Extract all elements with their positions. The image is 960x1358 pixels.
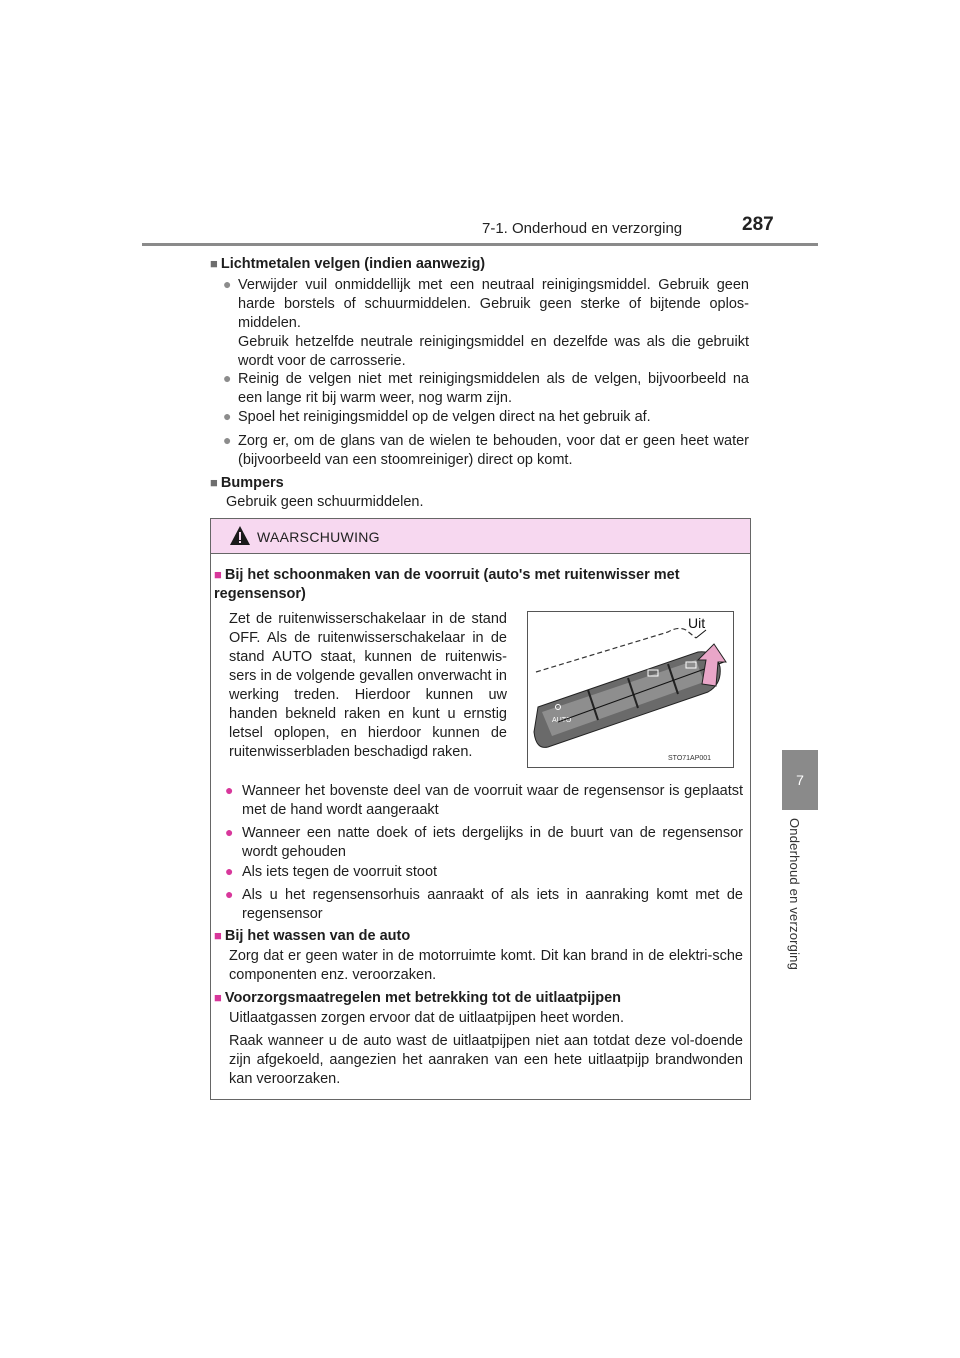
header-rule — [142, 243, 818, 246]
velgen-bullet-1: Verwijder vuil onmiddellijk met een neut… — [238, 277, 749, 331]
rain-sensor-bullet-3: Als iets tegen de voorruit stoot — [242, 864, 438, 880]
uitlaat-text-2: Raak wanneer u de auto wast de uitlaatpi… — [229, 1033, 743, 1087]
square-bullet-icon: ■ — [210, 475, 218, 490]
warning-triangle-icon — [230, 526, 250, 545]
section-heading-bumpers: ■Bumpers — [210, 475, 284, 491]
chapter-title: Onderhoud en verzorging — [787, 818, 802, 971]
warning-label: WAARSCHUWING — [257, 529, 380, 545]
chapter-title-vertical: Onderhoud en verzorging — [787, 818, 813, 998]
square-bullet-icon: ■ — [210, 256, 218, 271]
velgen-bullet-4: Zorg er, om de glans van de wielen te be… — [238, 433, 749, 468]
square-bullet-icon: ■ — [214, 567, 222, 582]
rain-sensor-heading: ■Bij het schoonmaken van de voorruit (au… — [214, 567, 680, 602]
wiper-switch-illustration: AUTO Uit STO71AP001 — [533, 615, 727, 762]
figure-code: STO71AP001 — [668, 755, 711, 762]
wiper-switch-figure: AUTO Uit STO71AP001 — [527, 611, 734, 768]
round-bullet-icon: ● — [223, 370, 232, 386]
page-number: 287 — [742, 214, 774, 235]
square-bullet-icon: ■ — [214, 990, 222, 1005]
rain-sensor-bullet-4: Als u het regensensorhuis aanraakt of al… — [242, 887, 743, 922]
velgen-bullet-2: Reinig de velgen niet met reinigingsmidd… — [238, 371, 749, 406]
round-bullet-icon: ● — [225, 782, 234, 798]
section-heading-velgen: ■Lichtmetalen velgen (indien aanwezig) — [210, 256, 486, 272]
rain-sensor-bullet-2: Wanneer een natte doek of iets dergelijk… — [242, 825, 743, 860]
round-bullet-icon: ● — [223, 432, 232, 448]
section-header: 7-1. Onderhoud en verzorging — [482, 220, 683, 237]
round-bullet-icon: ● — [223, 276, 232, 292]
uitlaat-text-1: Uitlaatgassen zorgen ervoor dat de uitla… — [229, 1010, 624, 1026]
bumpers-text: Gebruik geen schuurmiddelen. — [226, 494, 424, 510]
rain-sensor-intro: Zet de ruitenwisserschakelaar in de stan… — [229, 611, 507, 760]
uit-callout: Uit — [688, 615, 705, 631]
velgen-bullet-1-continued: Gebruik hetzelfde neutrale reinigingsmid… — [238, 334, 749, 369]
chapter-tab: 7 — [782, 750, 818, 810]
wassen-text: Zorg dat er geen water in de motorruimte… — [229, 948, 743, 983]
round-bullet-icon: ● — [225, 824, 234, 840]
warning-box: WAARSCHUWING — [210, 518, 751, 1100]
square-bullet-icon: ■ — [214, 928, 222, 943]
round-bullet-icon: ● — [225, 886, 234, 902]
warning-header: WAARSCHUWING — [211, 519, 750, 554]
rain-sensor-bullet-1: Wanneer het bovenste deel van de voorrui… — [242, 783, 743, 818]
round-bullet-icon: ● — [223, 408, 232, 424]
uitlaat-heading: ■Voorzorgsmaatregelen met betrekking tot… — [214, 990, 621, 1006]
wassen-heading: ■Bij het wassen van de auto — [214, 928, 411, 944]
round-bullet-icon: ● — [225, 863, 234, 879]
velgen-bullet-3: Spoel het reinigingsmiddel op de velgen … — [238, 409, 651, 425]
